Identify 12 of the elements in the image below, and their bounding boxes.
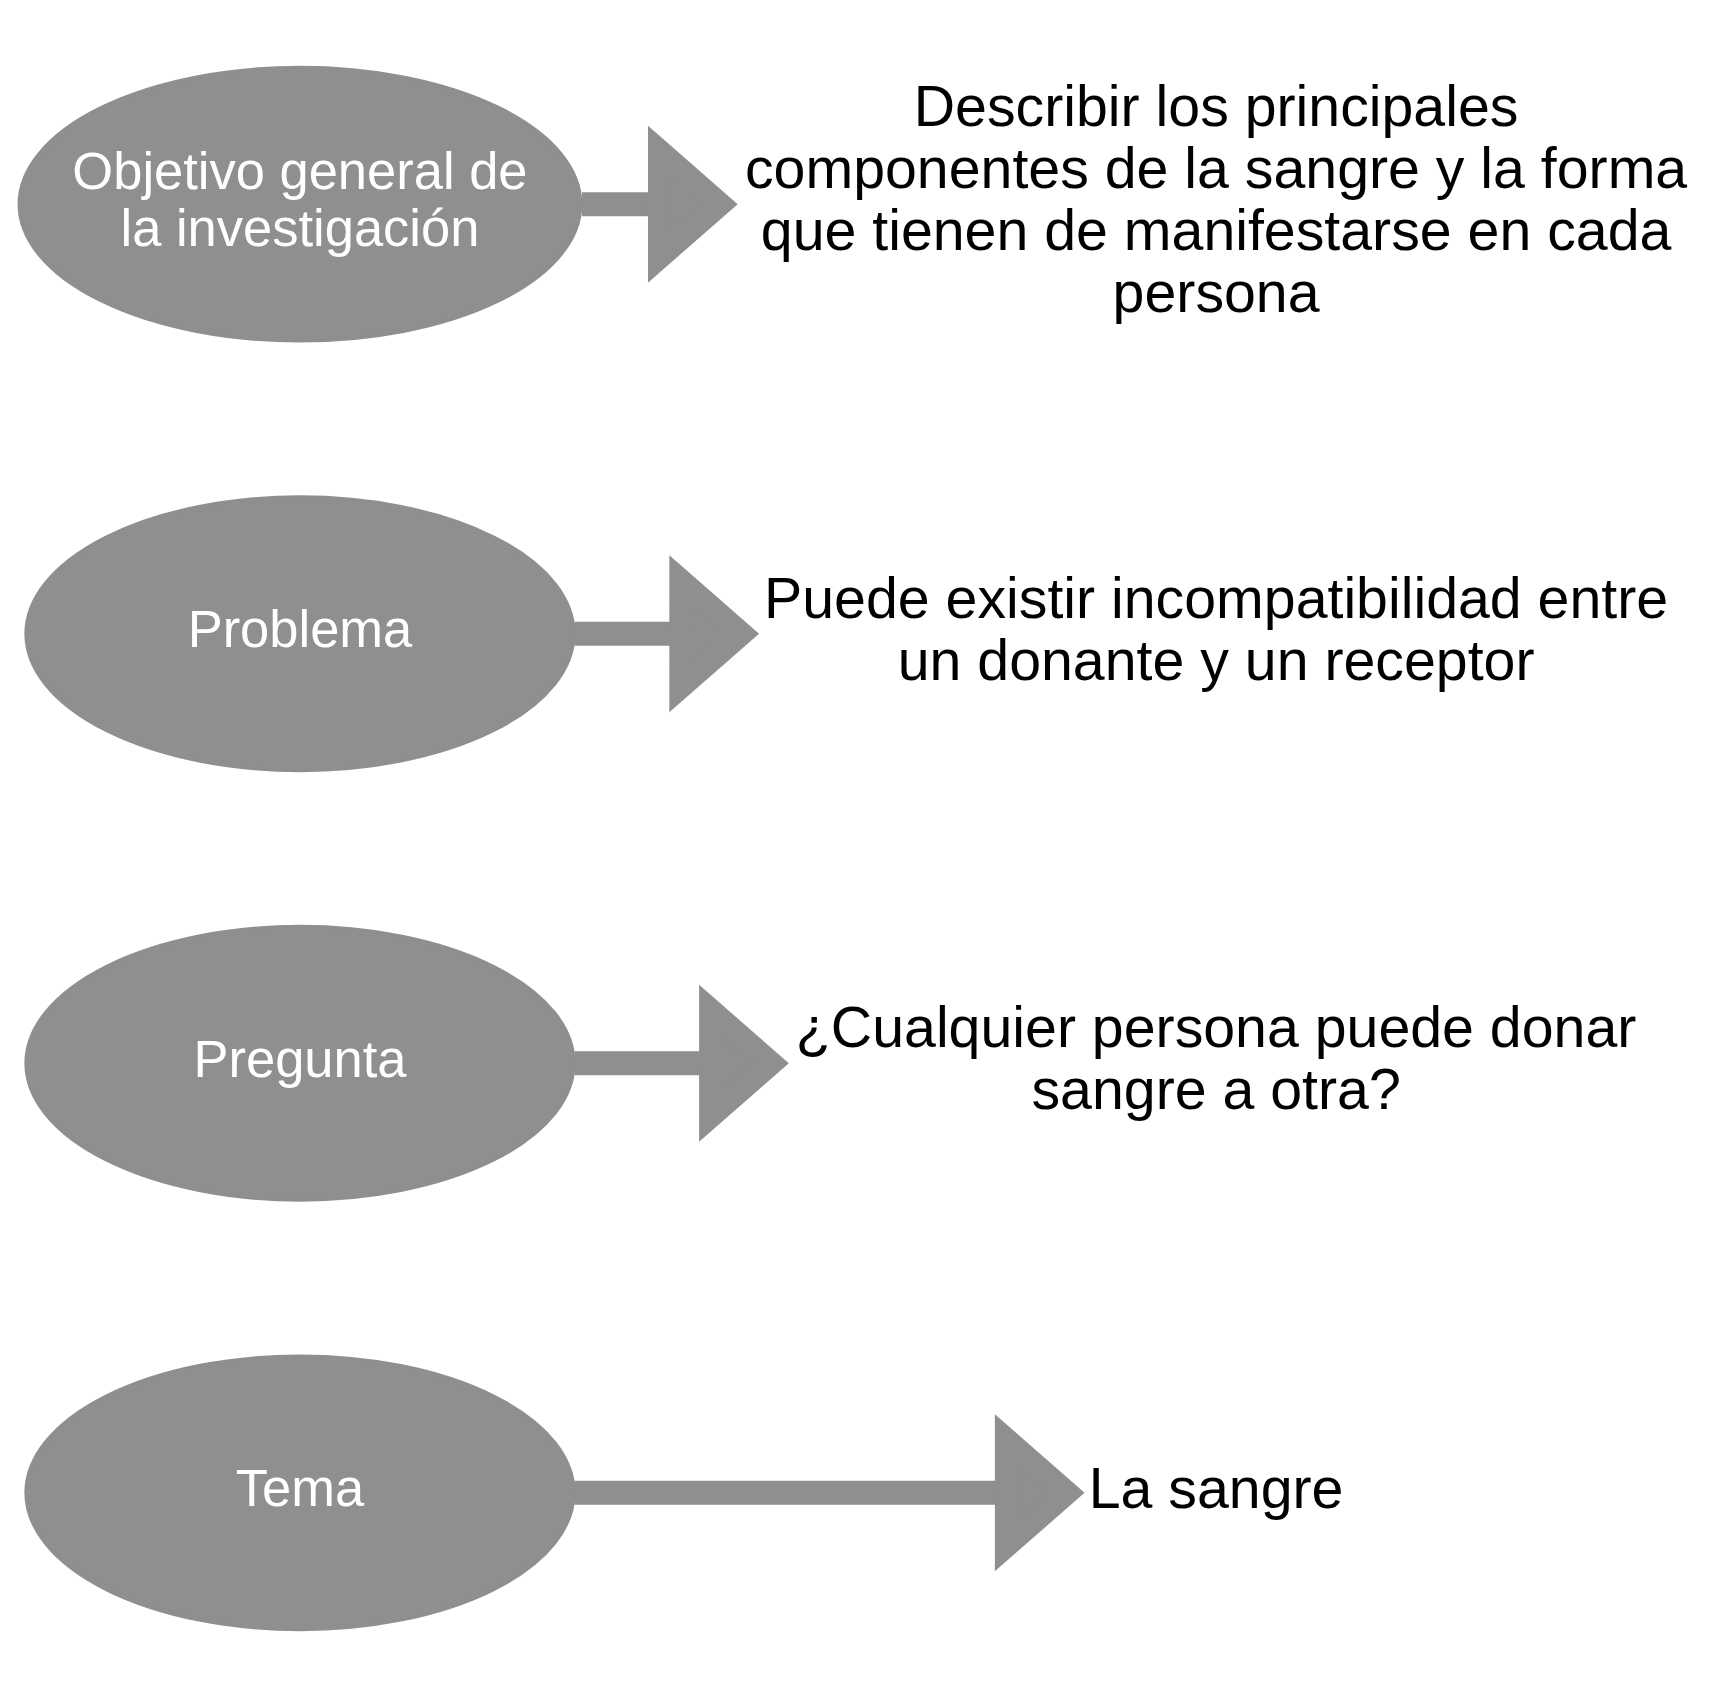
arrow xyxy=(581,125,738,283)
node-ellipse: Tema xyxy=(23,1354,576,1632)
node-text: Describir los principales componentes de la sangre y la forma que tienen de manifestarse en cada persona xyxy=(744,73,1687,325)
node-ellipse: Objetivo general de la investigación xyxy=(17,65,582,343)
arrow xyxy=(574,555,759,713)
arrow xyxy=(574,984,789,1142)
arrow xyxy=(574,1414,1085,1572)
node-text: La sangre xyxy=(1088,1455,1343,1520)
node-text: ¿Cualquier persona puede donar sangre a otra? xyxy=(795,995,1636,1122)
node-ellipse: Problema xyxy=(23,495,576,773)
node-text: Puede existir incompatibilidad entre un donante y un receptor xyxy=(763,565,1668,692)
node-ellipse: Pregunta xyxy=(23,924,576,1202)
